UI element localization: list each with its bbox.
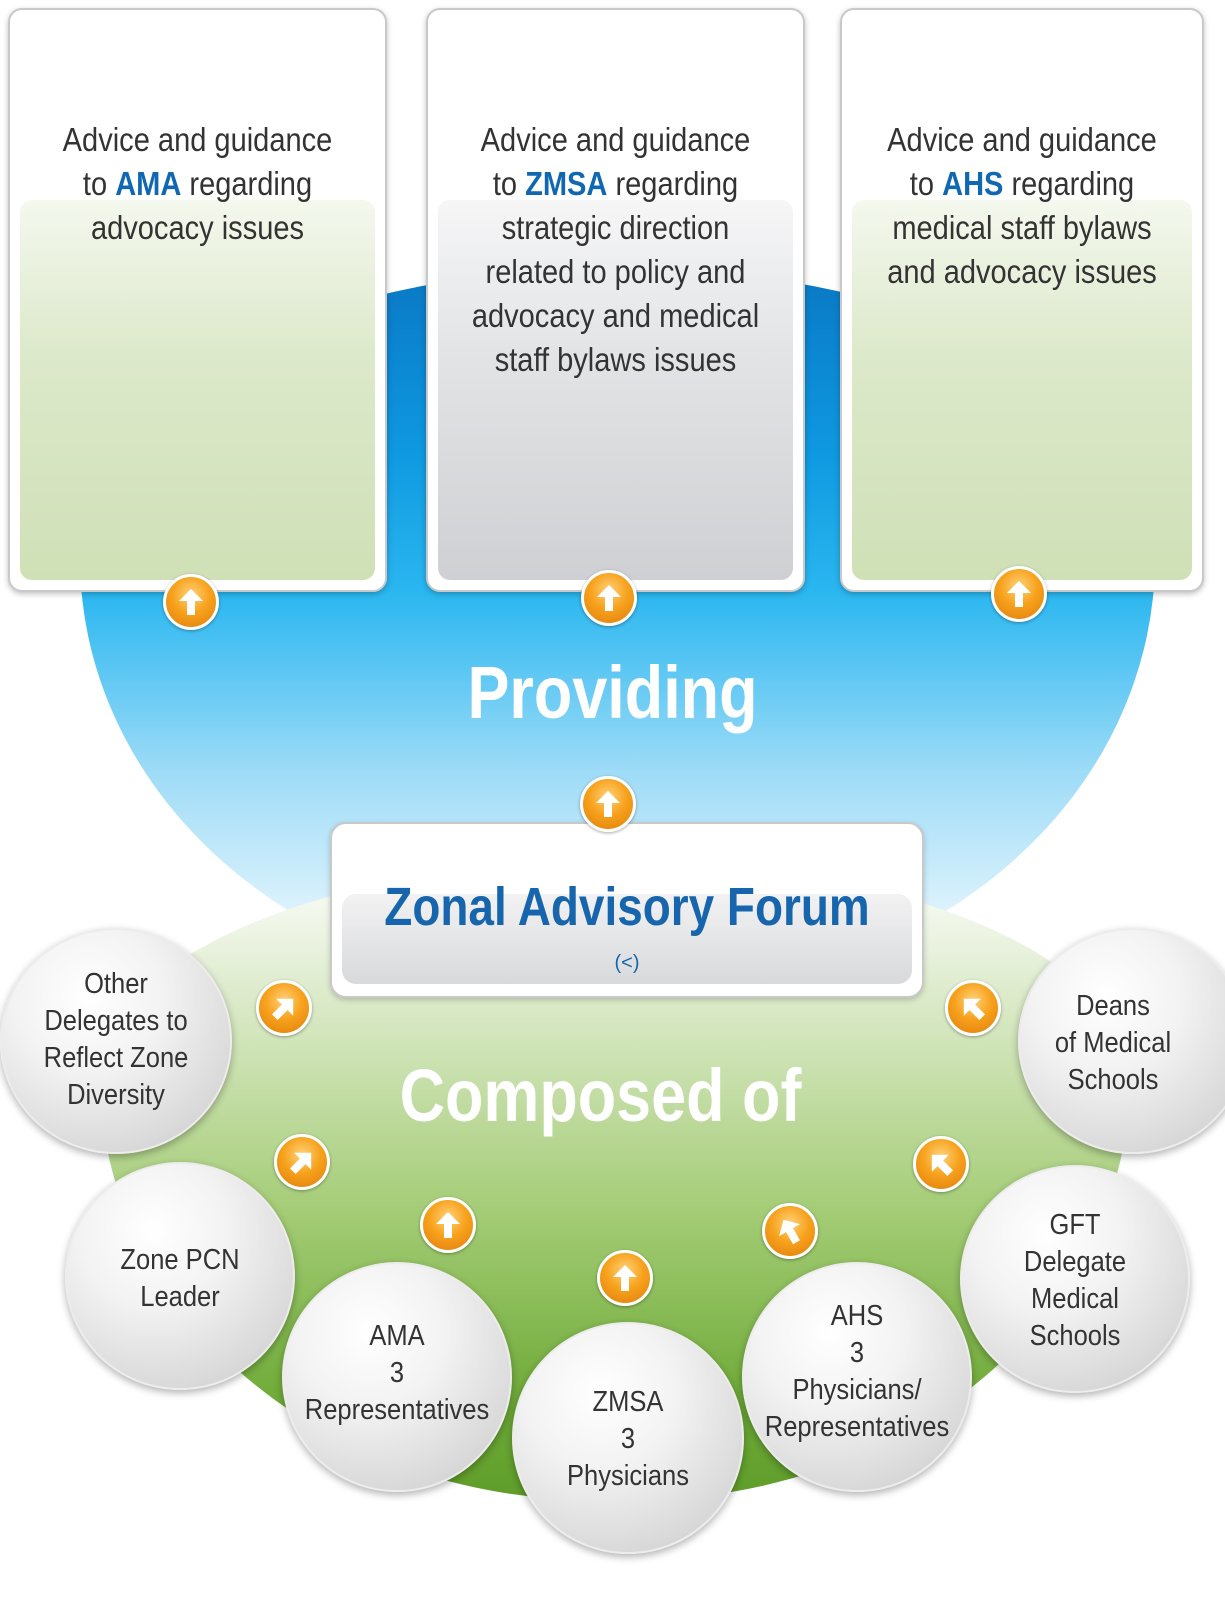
zonal-advisory-forum-box: Zonal Advisory Forum (<) bbox=[330, 822, 924, 998]
card-zmsa: Advice and guidance to ZMSA regarding st… bbox=[426, 8, 805, 592]
arrow-up-left-icon bbox=[913, 1136, 969, 1192]
member-other-delegates: Other Delegates to Reflect Zone Diversit… bbox=[0, 928, 232, 1154]
arrow-up-icon bbox=[420, 1197, 476, 1253]
member-gft-delegate: GFT Delegate Medical Schools bbox=[960, 1165, 1190, 1393]
card-ahs-text: Advice and guidance to AHS regarding med… bbox=[887, 121, 1157, 290]
member-ama: AMA 3 Representatives bbox=[282, 1262, 512, 1492]
forum-subtitle: (<) bbox=[614, 952, 640, 974]
member-zmsa: ZMSA 3 Physicians bbox=[512, 1322, 744, 1554]
arrow-up-icon bbox=[581, 570, 637, 626]
member-deans-medical-schools: Deans of Medical Schools bbox=[1018, 928, 1225, 1154]
member-zone-pcn-leader: Zone PCN Leader bbox=[65, 1162, 295, 1390]
arrow-up-icon bbox=[597, 1250, 653, 1306]
member-ahs: AHS 3 Physicians/ Representatives bbox=[742, 1262, 972, 1492]
arrow-up-right-icon bbox=[274, 1134, 330, 1190]
card-ama: Advice and guidance to AMA regarding adv… bbox=[8, 8, 387, 592]
card-ama-text: Advice and guidance to AMA regarding adv… bbox=[62, 121, 333, 246]
arrow-up-left-icon bbox=[945, 980, 1001, 1036]
arrow-up-left-icon bbox=[762, 1203, 818, 1259]
composed-of-heading: Composed of bbox=[399, 1054, 802, 1137]
providing-heading: Providing bbox=[467, 651, 758, 734]
card-ahs: Advice and guidance to AHS regarding med… bbox=[840, 8, 1204, 592]
arrow-up-icon bbox=[580, 776, 636, 832]
arrow-up-right-icon bbox=[256, 980, 312, 1036]
arrow-up-icon bbox=[991, 566, 1047, 622]
forum-title: Zonal Advisory Forum bbox=[384, 877, 870, 937]
card-zmsa-text: Advice and guidance to ZMSA regarding st… bbox=[471, 121, 760, 378]
arrow-up-icon bbox=[163, 574, 219, 630]
